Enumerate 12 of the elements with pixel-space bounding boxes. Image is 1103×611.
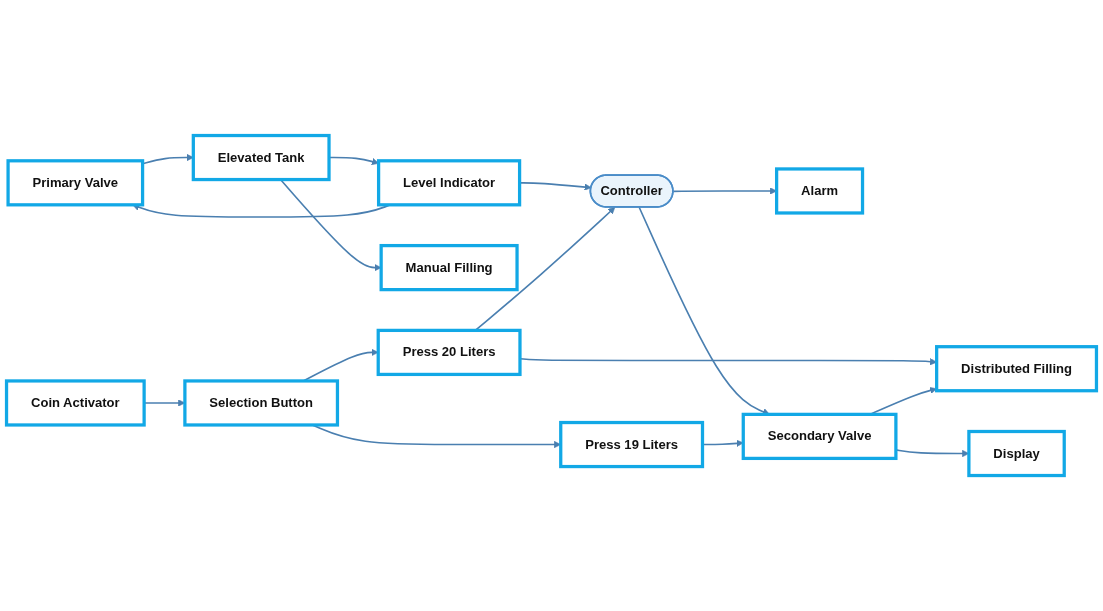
node-box: Coin Activator — [4, 379, 146, 427]
node-box: Alarm — [775, 167, 865, 215]
node-box: Selection Button — [183, 379, 340, 427]
node-box: Display — [967, 429, 1066, 478]
node-box: Elevated Tank — [191, 133, 331, 182]
node-box: Press 20 Liters — [376, 328, 522, 376]
node-box: Press 19 Liters — [559, 420, 705, 469]
node-box: Level Indicator — [376, 159, 522, 207]
node-box: Distributed Filling — [935, 345, 1099, 393]
node-box: Secondary Valve — [741, 412, 898, 460]
node-box: Primary Valve — [6, 159, 145, 207]
node-box: Manual Filling — [379, 243, 519, 292]
